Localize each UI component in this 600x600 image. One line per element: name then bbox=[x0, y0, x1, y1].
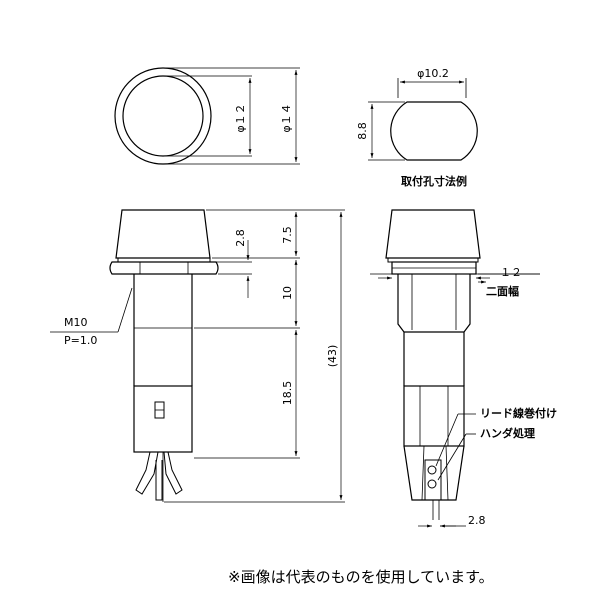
mount-hole-caption: 取付孔寸法例 bbox=[401, 174, 467, 188]
dim-dia12: φ１２ bbox=[234, 103, 247, 132]
dim-dia14: φ１４ bbox=[280, 103, 293, 132]
top-view: φ１２ φ１４ bbox=[114, 67, 300, 165]
dim-43: (43) bbox=[326, 345, 339, 368]
dim-7-5: 7.5 bbox=[281, 226, 294, 244]
dim-10: 10 bbox=[281, 286, 294, 300]
pitch-label: P=1.0 bbox=[64, 334, 97, 347]
mount-hole-view: φ10.2 8.8 取付孔寸法例 bbox=[356, 67, 478, 188]
dim-8-8: 8.8 bbox=[356, 122, 369, 140]
side-view: １２ 二面幅 リード線巻付け ハンダ処理 2.8 bbox=[370, 209, 557, 528]
lead-wind-label: リード線巻付け bbox=[480, 406, 557, 420]
disclaimer-note: ※画像は代表のものを使用しています。 bbox=[228, 568, 494, 586]
dim-2-8-bottom: 2.8 bbox=[468, 514, 486, 527]
thread-label: M10 bbox=[64, 316, 88, 329]
dim-12: １２ bbox=[500, 266, 522, 279]
dim-dia10-2: φ10.2 bbox=[417, 67, 449, 80]
front-view: M10 P=1.0 bbox=[50, 209, 219, 502]
solder-label: ハンダ処理 bbox=[480, 426, 535, 440]
dim-18-5: 18.5 bbox=[281, 381, 294, 406]
two-face-label: 二面幅 bbox=[486, 284, 519, 298]
front-dimensions: 2.8 7.5 10 18.5 (43) bbox=[164, 209, 345, 503]
dim-2-8-top: 2.8 bbox=[234, 229, 247, 247]
